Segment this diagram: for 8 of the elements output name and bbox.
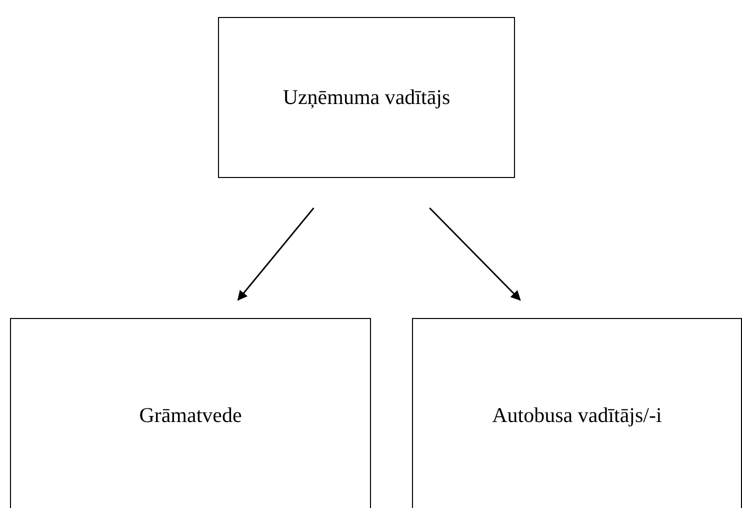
org-box: [412, 318, 742, 508]
org-box: [10, 318, 371, 508]
org-box: [218, 17, 515, 178]
arrow: [429, 207, 521, 301]
box-label: Autobusa vadītājs/-i: [492, 402, 662, 430]
box-label: Grāmatvede: [139, 402, 242, 430]
box-label: Uzņēmuma vadītājs: [282, 84, 450, 111]
arrow: [237, 208, 314, 301]
